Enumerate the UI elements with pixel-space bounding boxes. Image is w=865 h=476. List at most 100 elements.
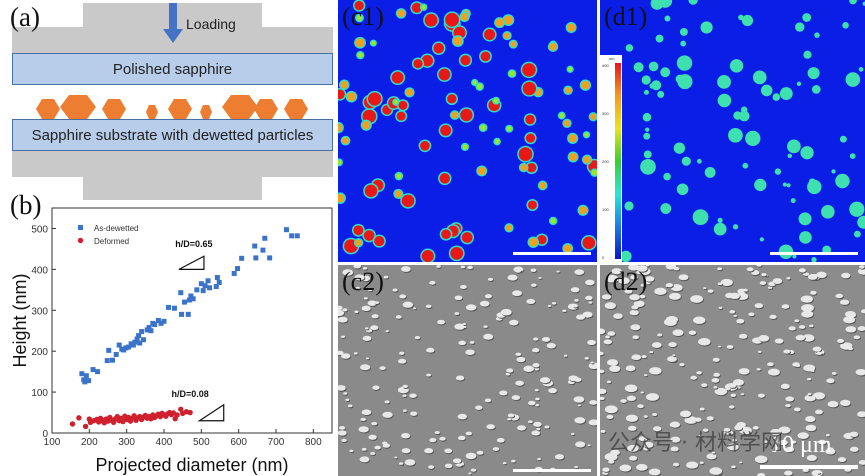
particle bbox=[642, 112, 652, 122]
data-point-as-dewetted bbox=[134, 336, 140, 342]
particle bbox=[847, 347, 854, 351]
particle bbox=[359, 456, 370, 463]
x-axis-label: Projected diameter (nm) bbox=[95, 455, 288, 475]
particle bbox=[699, 407, 705, 411]
particle bbox=[445, 12, 459, 27]
data-point-as-dewetted bbox=[116, 342, 122, 348]
scale-bar bbox=[760, 465, 858, 469]
particle bbox=[745, 130, 761, 147]
particle bbox=[825, 448, 836, 455]
particle bbox=[527, 420, 533, 424]
particle bbox=[494, 139, 500, 144]
particle bbox=[426, 347, 435, 353]
particle bbox=[805, 424, 817, 432]
particle bbox=[462, 144, 468, 150]
particle bbox=[568, 67, 573, 72]
data-point-as-dewetted bbox=[104, 358, 110, 364]
data-point-as-dewetted bbox=[90, 367, 96, 373]
data-point-as-dewetted bbox=[83, 373, 89, 379]
data-point-as-dewetted bbox=[182, 299, 188, 305]
particle bbox=[769, 314, 777, 320]
particle bbox=[451, 111, 459, 119]
particle bbox=[537, 457, 541, 461]
particle bbox=[629, 309, 639, 316]
particle bbox=[467, 265, 473, 270]
particle bbox=[487, 277, 494, 281]
particle bbox=[670, 446, 679, 452]
particle bbox=[338, 123, 343, 132]
particle bbox=[582, 311, 593, 318]
particle bbox=[702, 428, 709, 432]
particle bbox=[347, 92, 356, 102]
particle bbox=[806, 454, 817, 461]
particle bbox=[772, 93, 781, 101]
particle bbox=[772, 278, 783, 284]
particle bbox=[527, 200, 537, 210]
particle bbox=[858, 460, 865, 465]
particle bbox=[605, 335, 611, 339]
particle bbox=[648, 468, 661, 476]
particle bbox=[798, 325, 806, 329]
particle bbox=[639, 294, 646, 299]
particle bbox=[476, 83, 483, 90]
particle bbox=[679, 363, 685, 367]
particle bbox=[338, 426, 346, 430]
particle bbox=[700, 21, 713, 34]
particle bbox=[356, 14, 363, 21]
particle bbox=[717, 345, 722, 348]
particle bbox=[284, 99, 308, 119]
particle bbox=[774, 338, 784, 344]
particle bbox=[363, 297, 368, 300]
particle bbox=[453, 36, 463, 46]
particle bbox=[620, 399, 627, 403]
particle bbox=[364, 327, 369, 330]
data-point-as-dewetted bbox=[185, 311, 191, 317]
particle bbox=[405, 88, 414, 97]
particle bbox=[532, 348, 540, 353]
particle bbox=[853, 230, 861, 238]
particle bbox=[559, 113, 565, 119]
particle bbox=[342, 269, 354, 276]
particle bbox=[522, 81, 537, 96]
particle bbox=[36, 99, 60, 119]
particle bbox=[827, 400, 839, 408]
particle bbox=[837, 457, 847, 463]
particle bbox=[475, 405, 483, 410]
particle bbox=[664, 15, 671, 22]
particle bbox=[756, 368, 761, 371]
particle bbox=[468, 472, 472, 475]
particle bbox=[577, 404, 581, 407]
particle bbox=[600, 388, 607, 395]
particle bbox=[809, 324, 814, 328]
particle bbox=[653, 426, 662, 432]
image-c1-height-map: (c1) bbox=[338, 0, 597, 262]
particle bbox=[718, 306, 723, 309]
x-tick-label: 400 bbox=[156, 437, 173, 448]
particle bbox=[530, 268, 537, 272]
slope-annotation: h/D=0.08 bbox=[171, 389, 208, 399]
particle bbox=[711, 451, 716, 454]
particle bbox=[421, 55, 434, 67]
particle bbox=[758, 334, 770, 342]
particle bbox=[630, 275, 638, 280]
particle bbox=[522, 63, 536, 77]
particle bbox=[786, 277, 791, 280]
particle bbox=[402, 301, 414, 308]
particle bbox=[535, 404, 540, 407]
particle bbox=[353, 265, 362, 269]
particle bbox=[857, 215, 865, 229]
particle bbox=[709, 467, 723, 475]
particle bbox=[790, 440, 797, 444]
particle bbox=[862, 1, 865, 6]
particle bbox=[679, 28, 688, 36]
particle bbox=[679, 410, 692, 418]
particle bbox=[484, 29, 496, 41]
particle bbox=[779, 87, 793, 101]
particle bbox=[102, 99, 126, 119]
y-tick-label: 400 bbox=[31, 265, 48, 276]
particle bbox=[619, 464, 632, 472]
particle bbox=[717, 267, 723, 271]
particle bbox=[629, 455, 638, 461]
particle bbox=[515, 380, 524, 386]
data-point-as-dewetted bbox=[216, 279, 222, 285]
